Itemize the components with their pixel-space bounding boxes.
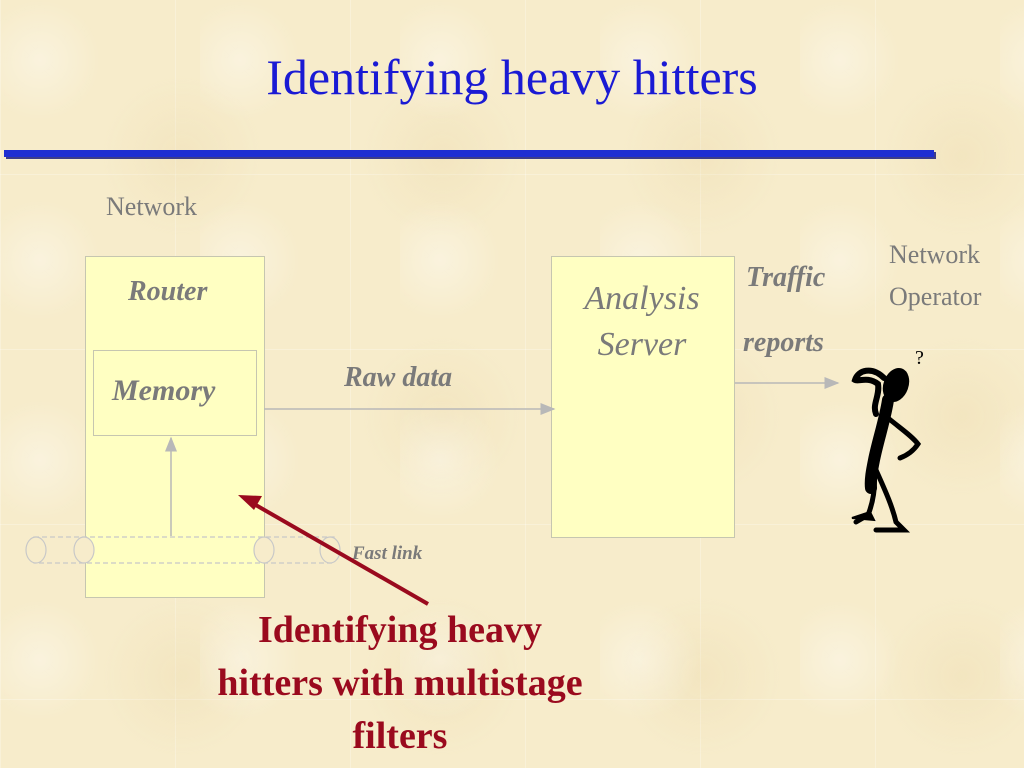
analysis-server-box [551,256,735,538]
analysis-server-label-line2: Server [597,326,687,363]
title-underline [4,150,934,157]
callout-line3: filters [352,715,448,757]
callout-text: Identifying heavy hitters with multistag… [160,604,640,763]
analysis-server-label: Analysis Server [551,276,733,368]
network-operator-figure-icon: ? [851,347,924,533]
fast-link-label: Fast link [352,543,423,564]
slide-title: Identifying heavy hitters [266,49,758,105]
network-operator-label: Network Operator [889,234,981,318]
callout-arrow [238,495,429,606]
network-operator-line1: Network [889,240,980,269]
callout-line2: hitters with multistage [217,662,583,704]
question-mark: ? [915,347,924,369]
raw-data-label: Raw data [344,362,453,393]
memory-label: Memory [112,374,216,407]
callout-line1: Identifying heavy [258,609,542,651]
reports-label: reports [743,327,824,358]
fast-link-pipe [25,536,341,564]
memory-box [93,350,257,436]
router-label: Router [128,276,208,307]
network-label: Network [106,192,197,221]
traffic-label: Traffic [746,262,826,293]
network-operator-line2: Operator [889,282,982,311]
analysis-server-label-line1: Analysis [584,280,700,317]
